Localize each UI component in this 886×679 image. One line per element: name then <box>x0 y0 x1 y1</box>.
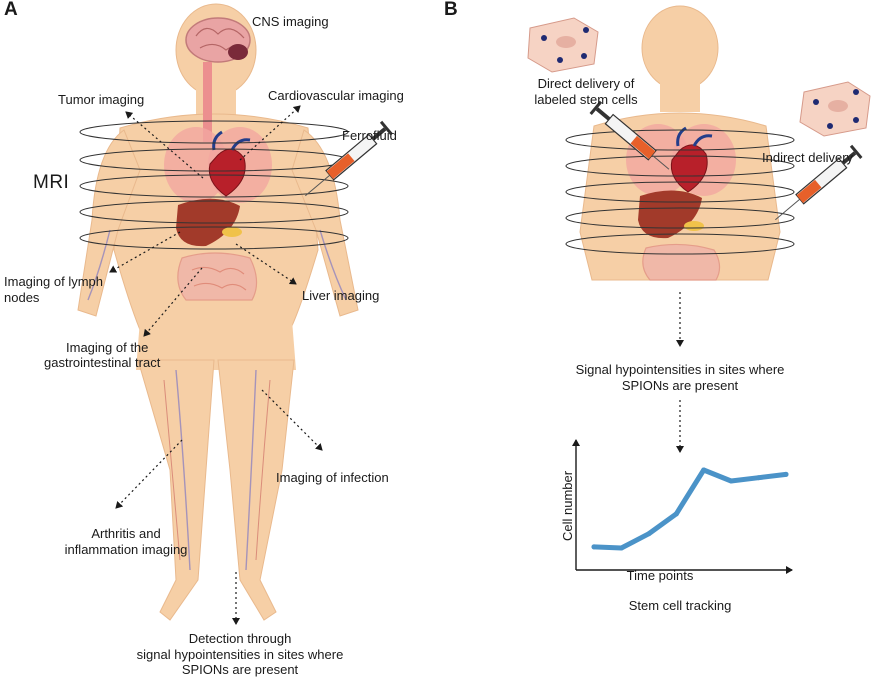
label-direct-line1: Direct delivery of <box>537 76 635 91</box>
panel-a-body <box>77 3 359 621</box>
chart-xlabel: Time points <box>626 568 694 583</box>
tracking-chart <box>572 439 793 574</box>
panel-b-letter: B <box>444 0 458 20</box>
panel-b-body <box>579 5 781 281</box>
label-infection: Imaging of infection <box>276 470 389 485</box>
label-direct-line2: labeled stem cells <box>534 92 638 107</box>
direct-delivery-syringe-icon <box>589 100 670 170</box>
label-detection-line3: SPIONs are present <box>181 662 299 677</box>
chart-point-6 <box>728 478 734 484</box>
label-lymph-line2: nodes <box>4 290 40 305</box>
label-indirect-delivery: Indirect delivery <box>762 150 854 165</box>
label-ferrofluid: Ferrofluid <box>342 128 397 143</box>
chart-point-4 <box>673 511 679 517</box>
label-detection-line1: Detection through <box>188 631 292 646</box>
label-gi-line2: gastrointestinal tract <box>44 355 161 370</box>
label-signal-line1: Signal hypointensities in sites where <box>575 362 785 377</box>
chart-points <box>591 467 789 551</box>
label-arthritis-line1: Arthritis and <box>91 526 161 541</box>
labeled-stem-cells-icon <box>527 17 599 73</box>
label-arthritis-line2: inflammation imaging <box>64 542 188 557</box>
chart-point-2 <box>618 545 624 551</box>
label-cns-imaging: CNS imaging <box>252 14 329 29</box>
panel-b-mri-coils <box>565 129 795 255</box>
indirect-cells-icon <box>799 81 871 137</box>
label-tumor-imaging: Tumor imaging <box>58 92 145 107</box>
chart-point-7 <box>756 475 762 481</box>
chart-point-3 <box>646 531 652 537</box>
label-signal-line2: SPIONs are present <box>621 378 739 393</box>
chart-point-8 <box>783 471 789 477</box>
chart-point-5 <box>701 467 707 473</box>
label-detection-line2: signal hypointensities in sites where <box>136 647 344 662</box>
chart-point-1 <box>591 544 597 550</box>
panel-a-letter: A <box>4 0 18 20</box>
label-gi-line1: Imaging of the <box>66 340 149 355</box>
ferrofluid-syringe-icon <box>305 120 393 197</box>
label-lymph-line1: Imaging of lymph <box>4 274 103 289</box>
label-stem-cell-tracking: Stem cell tracking <box>628 598 732 613</box>
label-liver-imaging: Liver imaging <box>302 288 380 303</box>
chart-ylabel: Cell number <box>560 470 575 541</box>
label-cardiovascular-imaging: Cardiovascular imaging <box>268 88 404 103</box>
label-mri: MRI <box>33 172 70 193</box>
panel-a-arrows <box>109 105 323 625</box>
indirect-delivery-syringe-icon <box>775 144 863 221</box>
chart-series-line <box>591 467 789 551</box>
